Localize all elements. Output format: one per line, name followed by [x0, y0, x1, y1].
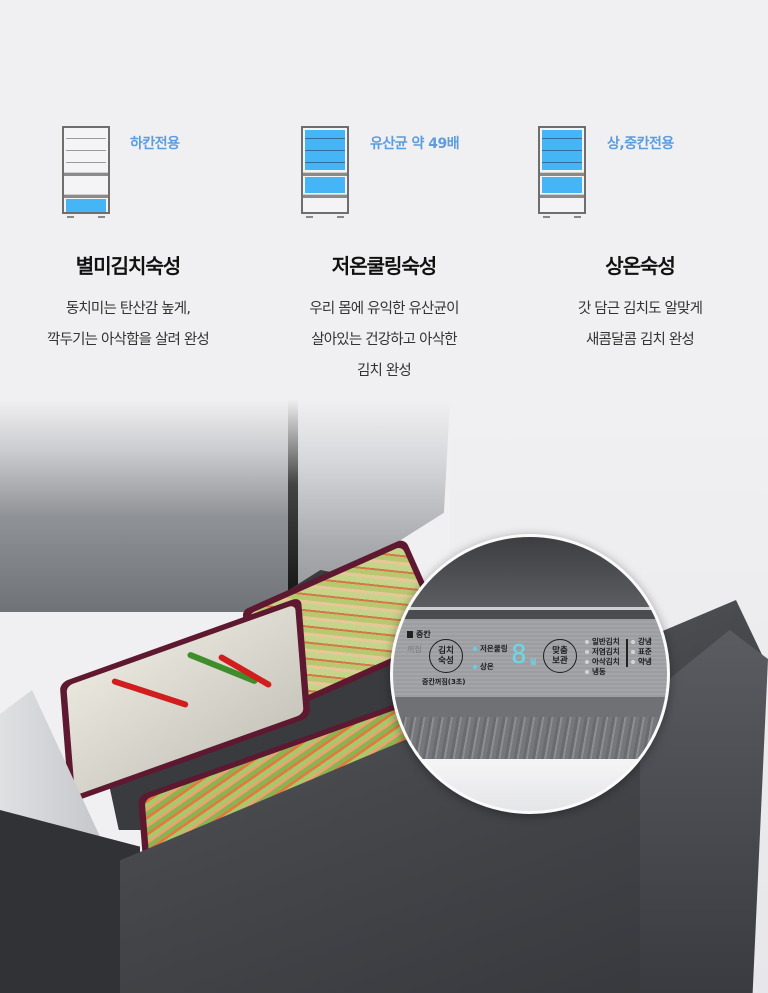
- compartment-icon: [407, 631, 413, 638]
- fridge-bottom-compartment-icon: [62, 126, 110, 218]
- divider: [626, 639, 628, 667]
- off-label: 꺼짐: [407, 645, 422, 654]
- feature-description: 갓 담근 김치도 알맞게 새콤달콤 김치 완성: [512, 294, 768, 356]
- feature-tag: 상,중칸전용: [607, 136, 674, 152]
- kimchi-ripening-button[interactable]: 김치 숙성: [429, 639, 463, 673]
- storage-mode-freeze: 냉동: [585, 666, 606, 677]
- desc-line: 김치 완성: [357, 363, 412, 379]
- desc-line: 우리 몸에 유익한 유산균이: [309, 301, 459, 317]
- feature-room-temp-ripening: 상,중칸전용 상온숙성 갓 담근 김치도 알맞게 새콤달콤 김치 완성: [512, 0, 768, 400]
- indicator-dot: [473, 646, 477, 651]
- fridge-top-middle-compartment-icon: [301, 126, 349, 218]
- day-counter-display: 8: [511, 640, 527, 670]
- feature-description: 동치미는 탄산감 높게, 깍두기는 아삭함을 살려 완성: [0, 294, 256, 356]
- storage-mode-low-salt: 저염김치: [585, 646, 620, 657]
- feature-low-temp-cooling: 유산균 약 49배 저온쿨링숙성 우리 몸에 유익한 유산균이 살아있는 건강하…: [256, 0, 512, 400]
- textured-handle: [393, 717, 667, 759]
- feature-description: 우리 몸에 유익한 유산균이 살아있는 건강하고 아삭한 김치 완성: [256, 294, 512, 387]
- mode-room-temp: 상온: [473, 661, 494, 672]
- feature-title: 저온쿨링숙성: [331, 254, 437, 278]
- desc-line: 갓 담근 김치도 알맞게: [577, 301, 703, 317]
- feature-byulmi-kimchi: 하칸전용 별미김치숙성 동치미는 탄산감 높게, 깍두기는 아삭함을 살려 완성: [0, 0, 256, 400]
- day-unit: 일: [530, 658, 537, 666]
- desc-line: 살아있는 건강하고 아삭한: [311, 332, 457, 348]
- door-gap: [288, 400, 298, 610]
- feature-tag: 유산균 약 49배: [370, 136, 460, 152]
- feature-tag: 하칸전용: [130, 136, 180, 152]
- custom-storage-button[interactable]: 맞춤 보관: [543, 639, 577, 673]
- feature-title: 별미김치숙성: [75, 254, 181, 278]
- desc-line: 깍두기는 아삭함을 살려 완성: [47, 332, 210, 348]
- fridge-top-middle-compartment-icon: [538, 126, 586, 218]
- desc-line: 동치미는 탄산감 높게,: [65, 301, 191, 317]
- indicator-dot: [473, 664, 477, 669]
- fridge-left-door: [0, 400, 288, 612]
- kimchi-fridge-photo: [0, 400, 768, 993]
- control-panel: 중칸 꺼짐 김치 숙성 중칸꺼짐(3초) 저온쿨링 상온 8 일 맞춤 보관 일…: [393, 619, 667, 697]
- cooling-standard: 표준: [631, 646, 652, 657]
- hold-hint: 중칸꺼짐(3초): [422, 678, 466, 686]
- mode-low-temp-cooling: 저온쿨링: [473, 643, 508, 654]
- control-panel-magnifier: 중칸 꺼짐 김치 숙성 중칸꺼짐(3초) 저온쿨링 상온 8 일 맞춤 보관 일…: [390, 534, 670, 814]
- lower-drawer: [0, 810, 140, 993]
- feature-title: 상온숙성: [605, 254, 676, 278]
- drawer-interior-white: [393, 759, 667, 811]
- section-indicator: 중칸: [407, 629, 431, 640]
- storage-mode-regular: 일반김치: [585, 636, 620, 647]
- desc-line: 새콤달콤 김치 완성: [586, 332, 695, 348]
- storage-mode-crispy: 아삭김치: [585, 656, 620, 667]
- cooling-weak: 약냉: [631, 656, 652, 667]
- cooling-strong: 강냉: [631, 636, 652, 647]
